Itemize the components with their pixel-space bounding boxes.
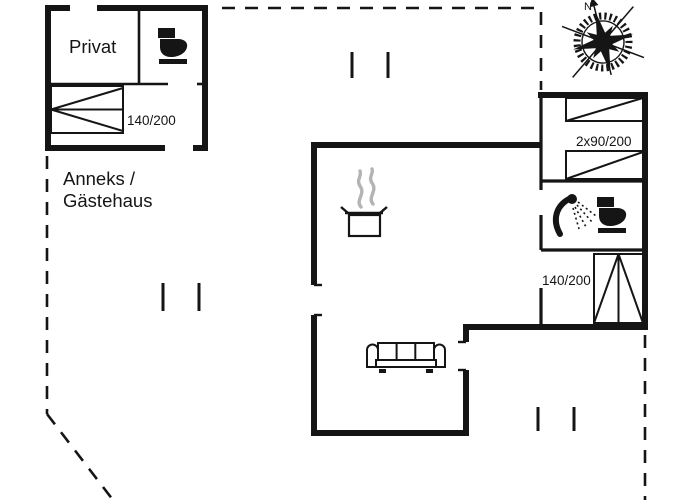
annex-name-label-line2: Gästehaus (63, 190, 152, 211)
compass-north-label: N (584, 1, 592, 13)
annex-toilet-icon (158, 28, 188, 64)
twin-bedroom-bed-size-label: 2x90/200 (576, 134, 632, 149)
main-house-walls (311, 92, 648, 436)
annex-partitions (50, 9, 204, 86)
twin-beds-symbol (565, 97, 644, 180)
door-opening-end-caps (314, 283, 466, 372)
annex-walls (45, 5, 208, 151)
property-boundary-dashed-line (45, 6, 647, 500)
annex-name-label-line1: Anneks / (63, 168, 136, 189)
south-bedroom-bed-size-label: 140/200 (542, 273, 591, 288)
sofa-icon (366, 342, 446, 373)
bedroom-wing-partitions (539, 92, 645, 328)
window-marks (161, 52, 576, 431)
privat-room-label: Privat (69, 36, 116, 57)
stove-pot-icon (340, 206, 388, 238)
compass-rose-icon: N (561, 0, 645, 78)
annex-bed-size-label: 140/200 (127, 113, 176, 128)
bathroom-toilet-icon (597, 197, 627, 233)
annex-double-bed-symbol (50, 85, 124, 134)
south-double-bed-symbol (593, 253, 644, 324)
shower-spray (572, 201, 597, 230)
shower-icon (552, 194, 597, 237)
steam-icon (356, 167, 376, 209)
